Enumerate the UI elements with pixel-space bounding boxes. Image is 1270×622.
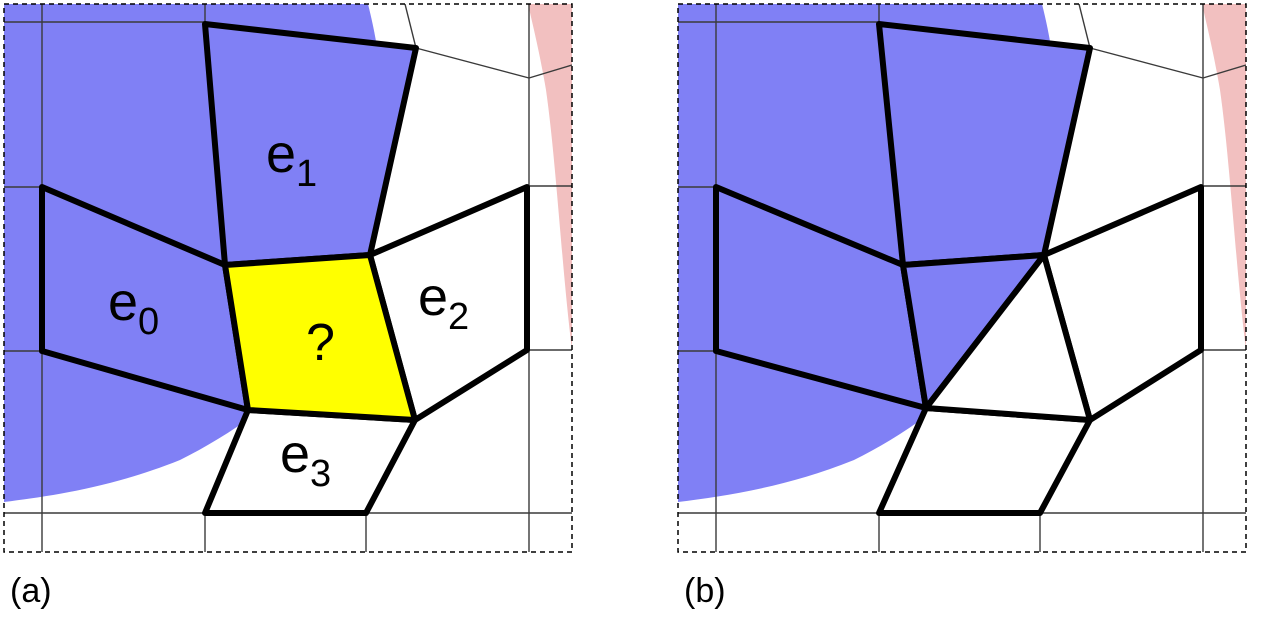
caption-b: (b) xyxy=(684,572,726,610)
label-e1: e1 xyxy=(266,124,317,195)
outside-region-pink xyxy=(1202,4,1246,350)
cell-split-outside xyxy=(923,252,1093,423)
panel-b: (b) xyxy=(677,3,1247,610)
label-e0: e0 xyxy=(108,272,159,343)
caption-a: (a) xyxy=(10,572,52,610)
outside-region-pink xyxy=(528,4,572,350)
label-e2: e2 xyxy=(418,267,469,338)
mesh-cells xyxy=(39,21,530,516)
cell-labels: e0 e1 e2 e3 ? xyxy=(108,124,469,495)
label-unknown: ? xyxy=(306,314,335,372)
panel-b-border xyxy=(677,3,1247,553)
label-e3: e3 xyxy=(280,424,331,495)
panel-a: e0 e1 e2 e3 ? (a) xyxy=(3,3,573,610)
mesh-cells xyxy=(713,21,1204,516)
cell-unknown xyxy=(222,252,418,423)
panel-a-border xyxy=(3,3,573,553)
